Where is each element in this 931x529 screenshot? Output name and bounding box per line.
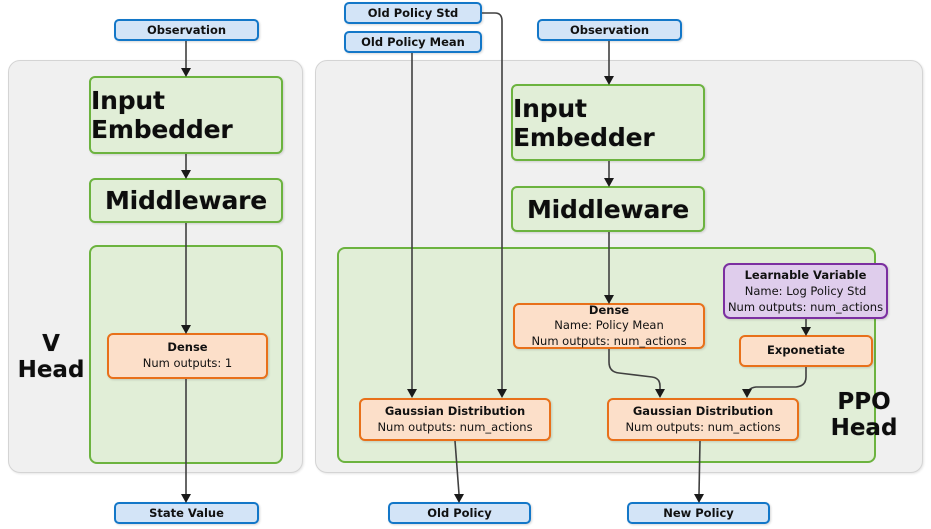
output-old-policy[interactable]: Old Policy — [388, 502, 531, 524]
exponetiate-label: Exponetiate — [767, 343, 845, 358]
input-old-policy-mean-label: Old Policy Mean — [361, 35, 465, 49]
input-observation-v-label: Observation — [146, 23, 227, 37]
v-head-title: V Head — [14, 331, 88, 384]
input-observation-ppo-label: Observation — [569, 23, 650, 37]
v-head-title-line1: V — [42, 331, 60, 357]
input-observation-v[interactable]: Observation — [114, 19, 259, 41]
ppo-middleware-label: Middleware — [526, 194, 689, 224]
gaussian-distribution-new-node[interactable]: Gaussian Distribution Num outputs: num_a… — [607, 398, 799, 441]
ppo-head-title-line1: PPO — [837, 389, 891, 415]
input-observation-ppo[interactable]: Observation — [537, 19, 682, 41]
output-state-value[interactable]: State Value — [114, 502, 259, 524]
exponetiate-node[interactable]: Exponetiate — [739, 335, 873, 367]
output-new-policy[interactable]: New Policy — [627, 502, 770, 524]
ppo-input-embedder-label: Input Embedder — [513, 93, 655, 152]
learnable-variable-num-outputs: Num outputs: num_actions — [727, 300, 884, 315]
ppo-head-title: PPO Head — [820, 389, 908, 442]
ppo-input-embedder[interactable]: Input Embedder — [511, 84, 705, 161]
input-old-policy-mean[interactable]: Old Policy Mean — [344, 31, 482, 53]
v-dense-node[interactable]: Dense Num outputs: 1 — [107, 333, 268, 379]
v-middleware[interactable]: Middleware — [89, 178, 283, 223]
ppo-head-title-line2: Head — [830, 414, 898, 441]
output-old-policy-label: Old Policy — [427, 506, 492, 520]
learnable-variable-name: Name: Log Policy Std — [744, 283, 867, 298]
output-new-policy-label: New Policy — [663, 506, 734, 520]
input-old-policy-std-label: Old Policy Std — [367, 6, 459, 20]
gaussian-distribution-old-node[interactable]: Gaussian Distribution Num outputs: num_a… — [359, 398, 551, 441]
v-dense-num-outputs: Num outputs: 1 — [142, 356, 233, 370]
ppo-dense-policy-mean-node[interactable]: Dense Name: Policy Mean Num outputs: num… — [513, 303, 705, 349]
ppo-dense-num-outputs: Num outputs: num_actions — [531, 333, 687, 348]
v-dense-title: Dense — [167, 340, 208, 355]
input-old-policy-std[interactable]: Old Policy Std — [344, 2, 482, 24]
gaussian-old-num-outputs: Num outputs: num_actions — [377, 419, 533, 434]
v-head-title-line2: Head — [17, 356, 85, 383]
v-middleware-label: Middleware — [104, 186, 267, 215]
learnable-variable-node[interactable]: Learnable Variable Name: Log Policy Std … — [723, 263, 888, 319]
learnable-variable-title: Learnable Variable — [744, 267, 867, 282]
gaussian-new-num-outputs: Num outputs: num_actions — [625, 419, 781, 434]
v-input-embedder-label: Input Embedder — [91, 86, 233, 144]
v-input-embedder[interactable]: Input Embedder — [89, 76, 283, 154]
ppo-dense-title: Dense — [588, 302, 630, 317]
gaussian-old-title: Gaussian Distribution — [384, 403, 526, 418]
ppo-dense-name: Name: Policy Mean — [554, 318, 664, 333]
output-state-value-label: State Value — [149, 506, 224, 520]
gaussian-new-title: Gaussian Distribution — [632, 403, 774, 418]
ppo-middleware[interactable]: Middleware — [511, 186, 705, 232]
